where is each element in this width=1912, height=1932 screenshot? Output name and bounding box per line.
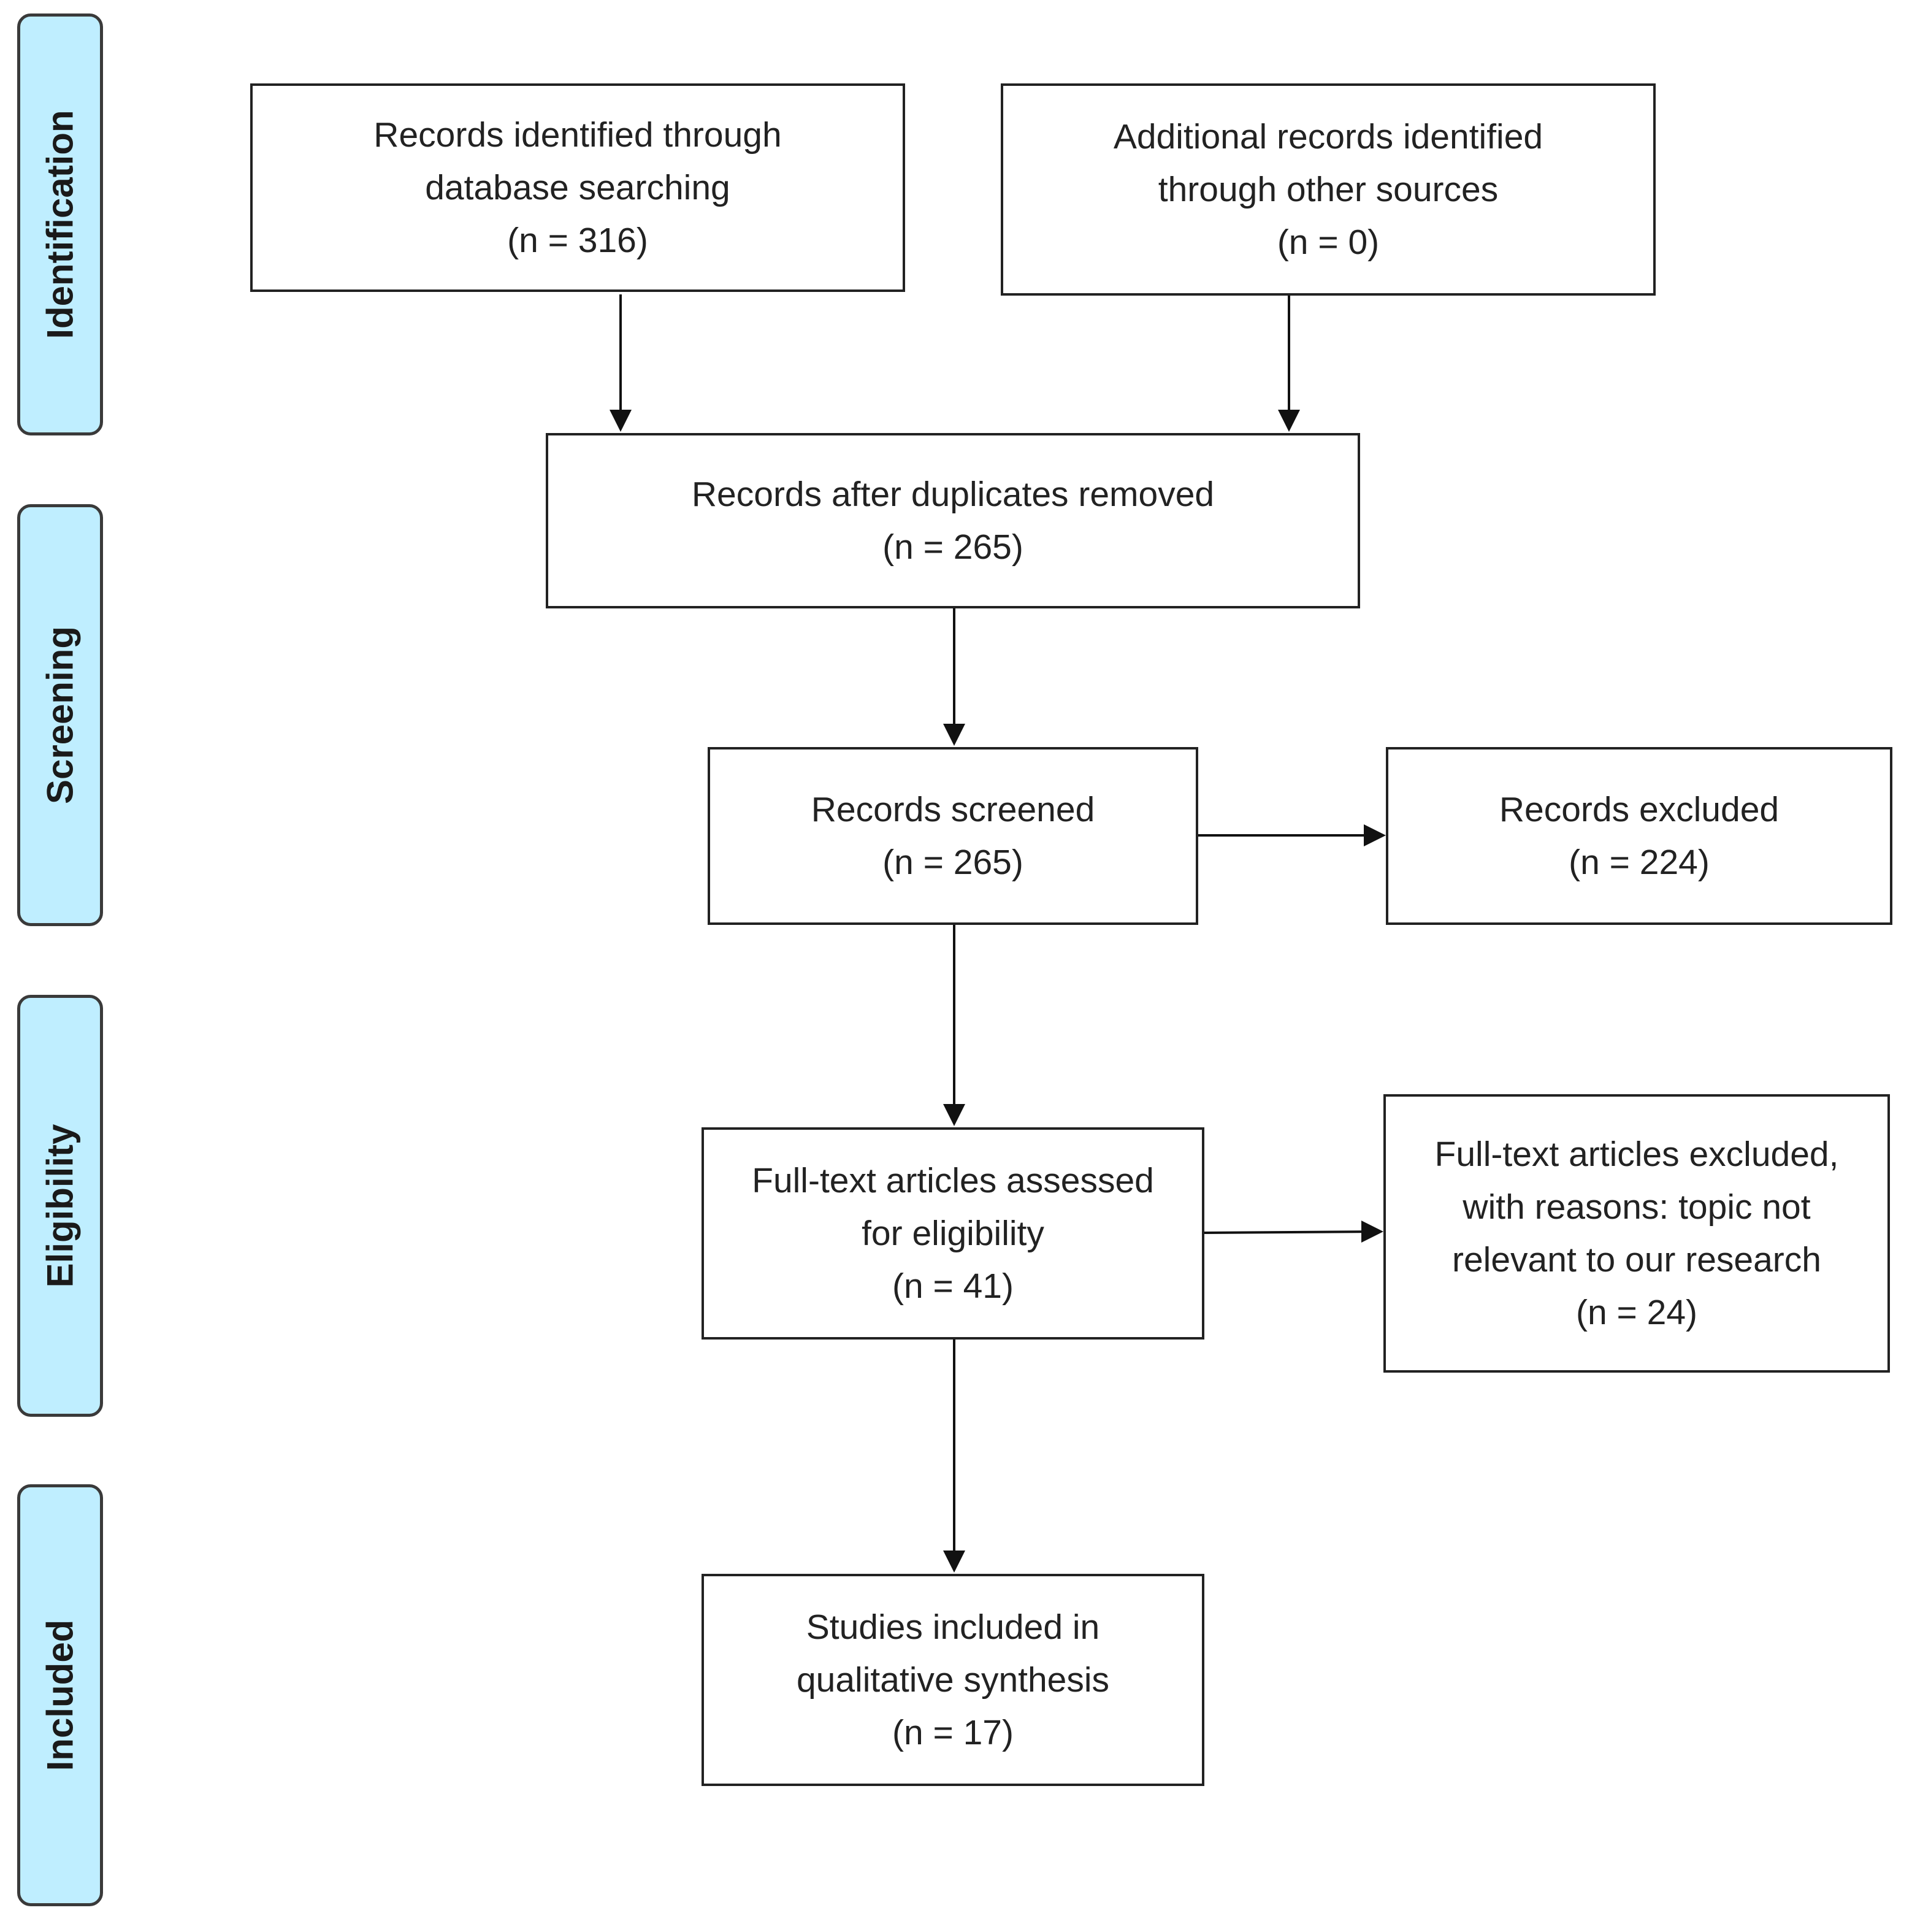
box-after-duplicates: Records after duplicates removed (n = 26… xyxy=(546,433,1360,608)
box-fulltext-excluded-line-1: Full-text articles excluded, xyxy=(1434,1135,1839,1174)
box-included-studies-text: Studies included in qualitative synthesi… xyxy=(797,1601,1109,1759)
arrowhead-other-to-duplicates xyxy=(1278,410,1300,432)
box-after-duplicates-text: Records after duplicates removed (n = 26… xyxy=(692,468,1214,573)
phase-eligibility: Eligibility xyxy=(17,995,103,1417)
arrowhead-database-to-duplicates xyxy=(610,410,632,432)
box-records-excluded-count: (n = 224) xyxy=(1569,843,1710,882)
phase-identification: Identification xyxy=(17,13,103,435)
box-records-screened: Records screened (n = 265) xyxy=(708,747,1198,925)
box-records-excluded: Records excluded (n = 224) xyxy=(1386,747,1892,925)
arrow-fulltext-to-excluded xyxy=(1203,1230,1382,1234)
box-included-studies: Studies included in qualitative synthesi… xyxy=(702,1574,1204,1786)
phase-screening: Screening xyxy=(17,504,103,926)
box-database-records-count: (n = 316) xyxy=(507,221,648,260)
box-fulltext-assessed-line-2: for eligibility xyxy=(862,1214,1044,1253)
box-included-studies-count: (n = 17) xyxy=(892,1713,1014,1752)
arrowhead-duplicates-to-screened xyxy=(943,724,965,746)
box-fulltext-excluded-line-2: with reasons: topic not xyxy=(1463,1187,1811,1227)
box-database-records-line-1: Records identified through xyxy=(373,115,782,155)
box-other-sources-line-2: through other sources xyxy=(1158,170,1499,209)
box-records-screened-line-1: Records screened xyxy=(811,790,1095,829)
box-records-screened-count: (n = 265) xyxy=(882,843,1023,882)
box-records-excluded-line-1: Records excluded xyxy=(1499,790,1780,829)
box-database-records: Records identified through database sear… xyxy=(250,83,905,292)
box-included-studies-line-1: Studies included in xyxy=(806,1608,1100,1647)
box-fulltext-excluded-text: Full-text articles excluded, with reason… xyxy=(1435,1128,1839,1339)
phase-included: Included xyxy=(17,1484,103,1906)
box-database-records-line-2: database searching xyxy=(425,168,730,207)
box-fulltext-assessed-count: (n = 41) xyxy=(892,1267,1014,1306)
box-other-sources-line-1: Additional records identified xyxy=(1113,117,1543,156)
box-fulltext-assessed-text: Full-text articles assessed for eligibil… xyxy=(752,1154,1154,1313)
arrowhead-screened-to-fulltext xyxy=(943,1104,965,1126)
box-other-sources: Additional records identified through ot… xyxy=(1001,83,1656,296)
box-fulltext-excluded-count: (n = 24) xyxy=(1575,1293,1698,1332)
box-fulltext-assessed: Full-text articles assessed for eligibil… xyxy=(702,1127,1204,1340)
box-fulltext-excluded-line-3: relevant to our research xyxy=(1452,1240,1821,1279)
box-records-excluded-text: Records excluded (n = 224) xyxy=(1499,783,1779,889)
box-other-sources-count: (n = 0) xyxy=(1277,223,1380,262)
box-other-sources-text: Additional records identified through ot… xyxy=(1114,110,1543,269)
box-after-duplicates-count: (n = 265) xyxy=(882,527,1023,567)
arrowhead-screened-to-excluded xyxy=(1364,824,1386,846)
box-database-records-text: Records identified through database sear… xyxy=(373,109,781,267)
box-included-studies-line-2: qualitative synthesis xyxy=(796,1660,1110,1700)
box-after-duplicates-line-1: Records after duplicates removed xyxy=(691,475,1215,514)
box-records-screened-text: Records screened (n = 265) xyxy=(811,783,1095,889)
arrowhead-fulltext-to-excluded xyxy=(1361,1221,1383,1243)
box-fulltext-assessed-line-1: Full-text articles assessed xyxy=(752,1161,1154,1200)
box-fulltext-excluded: Full-text articles excluded, with reason… xyxy=(1383,1094,1890,1373)
arrowhead-fulltext-to-included xyxy=(943,1551,965,1573)
